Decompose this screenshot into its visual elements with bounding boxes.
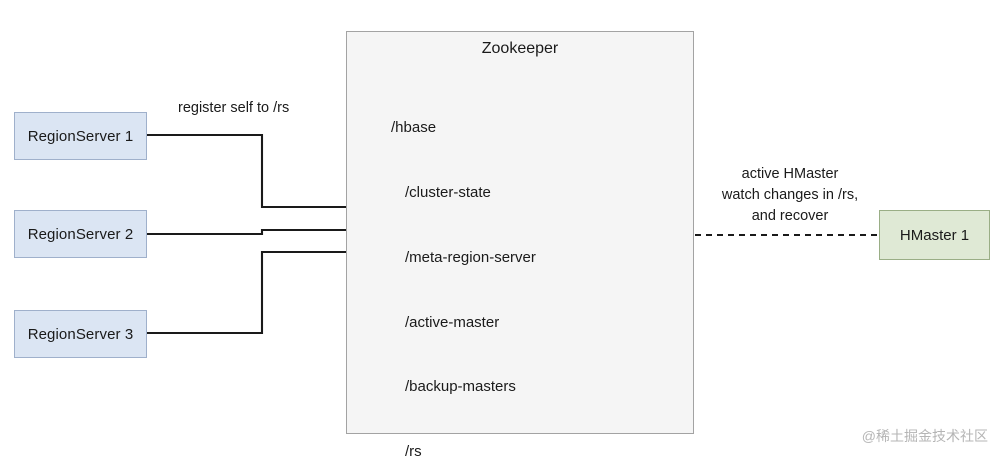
regionserver-1-node[interactable]: RegionServer 1 bbox=[14, 112, 147, 160]
regionserver-2-node[interactable]: RegionServer 2 bbox=[14, 210, 147, 258]
znode-rs: /rs bbox=[405, 443, 422, 460]
hmaster-1-node[interactable]: HMaster 1 bbox=[879, 210, 990, 260]
hmaster-1-label: HMaster 1 bbox=[899, 226, 970, 244]
zookeeper-znode-tree: /hbase /cluster-state /meta-region-serve… bbox=[391, 74, 621, 460]
zookeeper-title: Zookeeper bbox=[481, 40, 559, 57]
znode-active-master: /active-master bbox=[405, 313, 500, 331]
znode-hbase: /hbase bbox=[391, 119, 437, 137]
regionserver-1-label: RegionServer 1 bbox=[27, 127, 134, 145]
regionserver-3-label: RegionServer 3 bbox=[27, 325, 134, 343]
hmaster-watch-label: active HMaster watch changes in /rs, and… bbox=[700, 164, 880, 227]
regionserver-2-label: RegionServer 2 bbox=[27, 225, 134, 243]
connector-rs2-to-zookeeper bbox=[147, 226, 363, 236]
znode-meta-region-server: /meta-region-server bbox=[405, 248, 536, 266]
zookeeper-node[interactable]: Zookeeper /hbase /cluster-state /meta-re… bbox=[346, 31, 694, 460]
connector-rs1-to-zookeeper bbox=[147, 133, 363, 211]
hmaster-watch-label-line-2: watch changes in /rs, bbox=[721, 187, 859, 203]
znode-backup-masters: /backup-masters bbox=[405, 378, 516, 396]
hmaster-watch-label-line-1: active HMaster bbox=[741, 166, 839, 182]
connector-rs3-to-zookeeper bbox=[147, 248, 363, 335]
register-self-to-rs-label: register self to /rs bbox=[178, 100, 290, 116]
hmaster-watch-label-line-3: and recover bbox=[751, 208, 829, 224]
watermark: @稀土掘金技术社区 bbox=[861, 428, 988, 444]
regionserver-3-node[interactable]: RegionServer 3 bbox=[14, 310, 147, 358]
znode-cluster-state: /cluster-state bbox=[405, 183, 491, 201]
